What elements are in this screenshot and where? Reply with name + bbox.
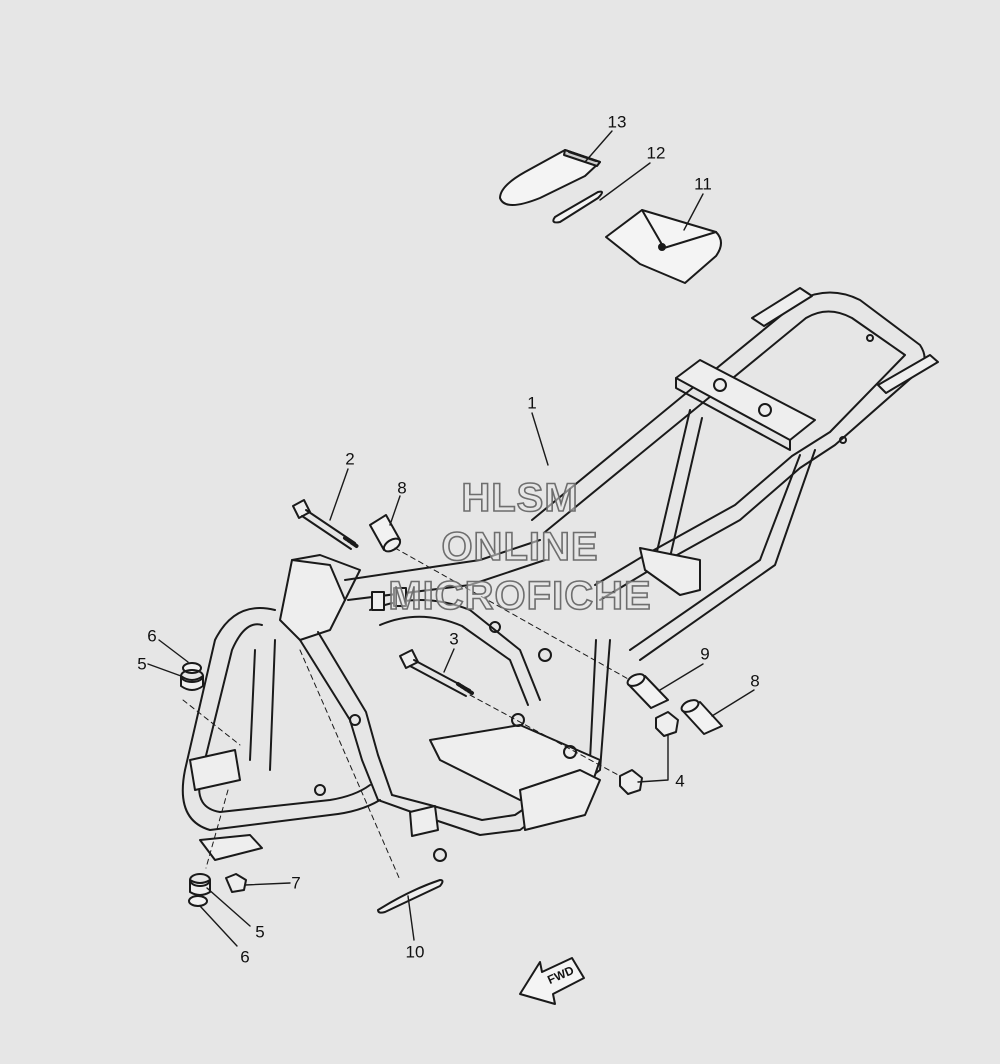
callout-5-lower: 5 <box>255 922 265 942</box>
fwd-arrow <box>519 957 585 1005</box>
callout-1: 1 <box>527 393 537 413</box>
callout-10: 10 <box>405 942 425 962</box>
callout-6-upper: 6 <box>147 626 157 646</box>
leader-lines <box>147 130 755 947</box>
part-5-6-upper-bushing <box>180 662 204 691</box>
part-8-collar-upper <box>369 514 402 553</box>
callout-11: 11 <box>694 174 712 194</box>
part-13-strap <box>499 149 601 206</box>
callout-7: 7 <box>291 873 301 893</box>
callout-9: 9 <box>700 644 710 664</box>
callout-6-lower: 6 <box>240 947 250 967</box>
part-1-main-frame <box>181 287 939 862</box>
part-8-collar-lower <box>680 699 723 735</box>
callout-8-lower: 8 <box>750 671 760 691</box>
callout-4: 4 <box>675 771 685 791</box>
callout-3: 3 <box>449 629 459 649</box>
part-3-bolt <box>399 649 474 697</box>
callout-12: 12 <box>646 143 666 163</box>
part-11-tool-bag <box>605 209 722 284</box>
part-10-plate <box>377 879 444 914</box>
part-2-bolt <box>292 499 360 550</box>
callout-5-upper: 5 <box>137 654 147 674</box>
alignment-lines <box>182 547 631 881</box>
part-12-band <box>552 190 603 224</box>
part-4-nuts <box>619 711 679 795</box>
part-7-fitting <box>225 873 247 893</box>
callout-2: 2 <box>345 449 355 469</box>
part-5-6-lower-bushing <box>188 873 211 907</box>
part-9-collar <box>626 673 669 709</box>
callout-8-upper: 8 <box>397 478 407 498</box>
callout-13: 13 <box>607 112 627 132</box>
